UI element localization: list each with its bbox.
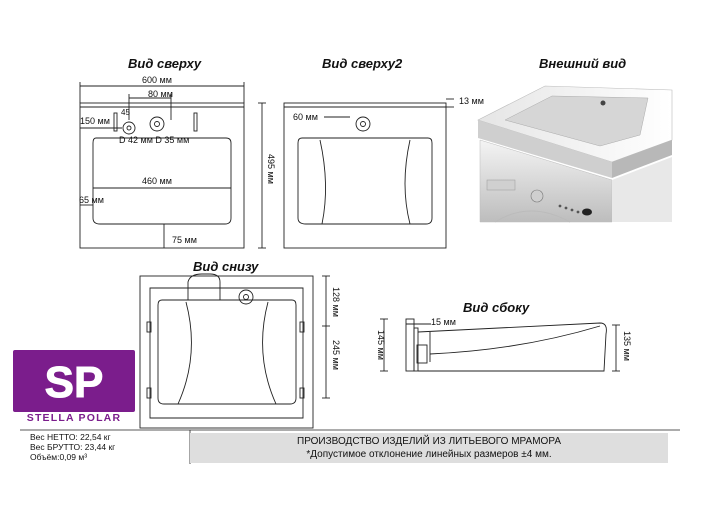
dim-height-13: 13 мм [459, 96, 484, 106]
production-line: ПРОИЗВОДСТВО ИЗДЕЛИЙ ИЗ ЛИТЬЕВОГО МРАМОР… [297, 436, 561, 447]
logo-letters: SP [45, 358, 104, 407]
spec-gross-weight: Вес БРУТТО: 23,44 кг [30, 442, 116, 452]
dim-depth-75: 75 мм [172, 235, 197, 245]
title-side-view: Вид сбоку [463, 300, 530, 315]
dim-depth-15: 15 мм [431, 317, 456, 327]
spec-volume: Объём:0,09 м³ [30, 452, 88, 462]
specs-block: Вес НЕТТО: 22,54 кг Вес БРУТТО: 23,44 кг… [30, 432, 190, 462]
tolerance-line: *Допустимое отклонение линейных размеров… [306, 449, 552, 460]
brand-name: STELLA POLAR [26, 412, 122, 424]
title-top-view: Вид сверху [128, 56, 202, 71]
dim-depth-150: 150 мм [80, 116, 110, 126]
brand-logo: SP [13, 350, 135, 412]
spec-net-weight: Вес НЕТТО: 22,54 кг [30, 432, 111, 442]
dim-depth-60: 60 мм [293, 112, 318, 122]
title-bottom-view: Вид снизу [193, 259, 259, 274]
logo-mark: SP [44, 358, 104, 408]
title-external-view: Внешний вид [539, 56, 627, 71]
dim-height-65: 65 мм [79, 195, 104, 205]
dim-width-600: 600 мм [142, 75, 172, 85]
title-top-view-2: Вид сверху2 [322, 56, 403, 71]
dim-width-460: 460 мм [142, 176, 172, 186]
dim-width-80: 80 мм [148, 89, 173, 99]
production-note: ПРОИЗВОДСТВО ИЗДЕЛИЙ ИЗ ЛИТЬЕВОГО МРАМОР… [190, 433, 668, 463]
dim-width-45: 45 [121, 108, 130, 117]
dim-hole-diameters: D 42 мм D 35 мм [119, 135, 190, 145]
